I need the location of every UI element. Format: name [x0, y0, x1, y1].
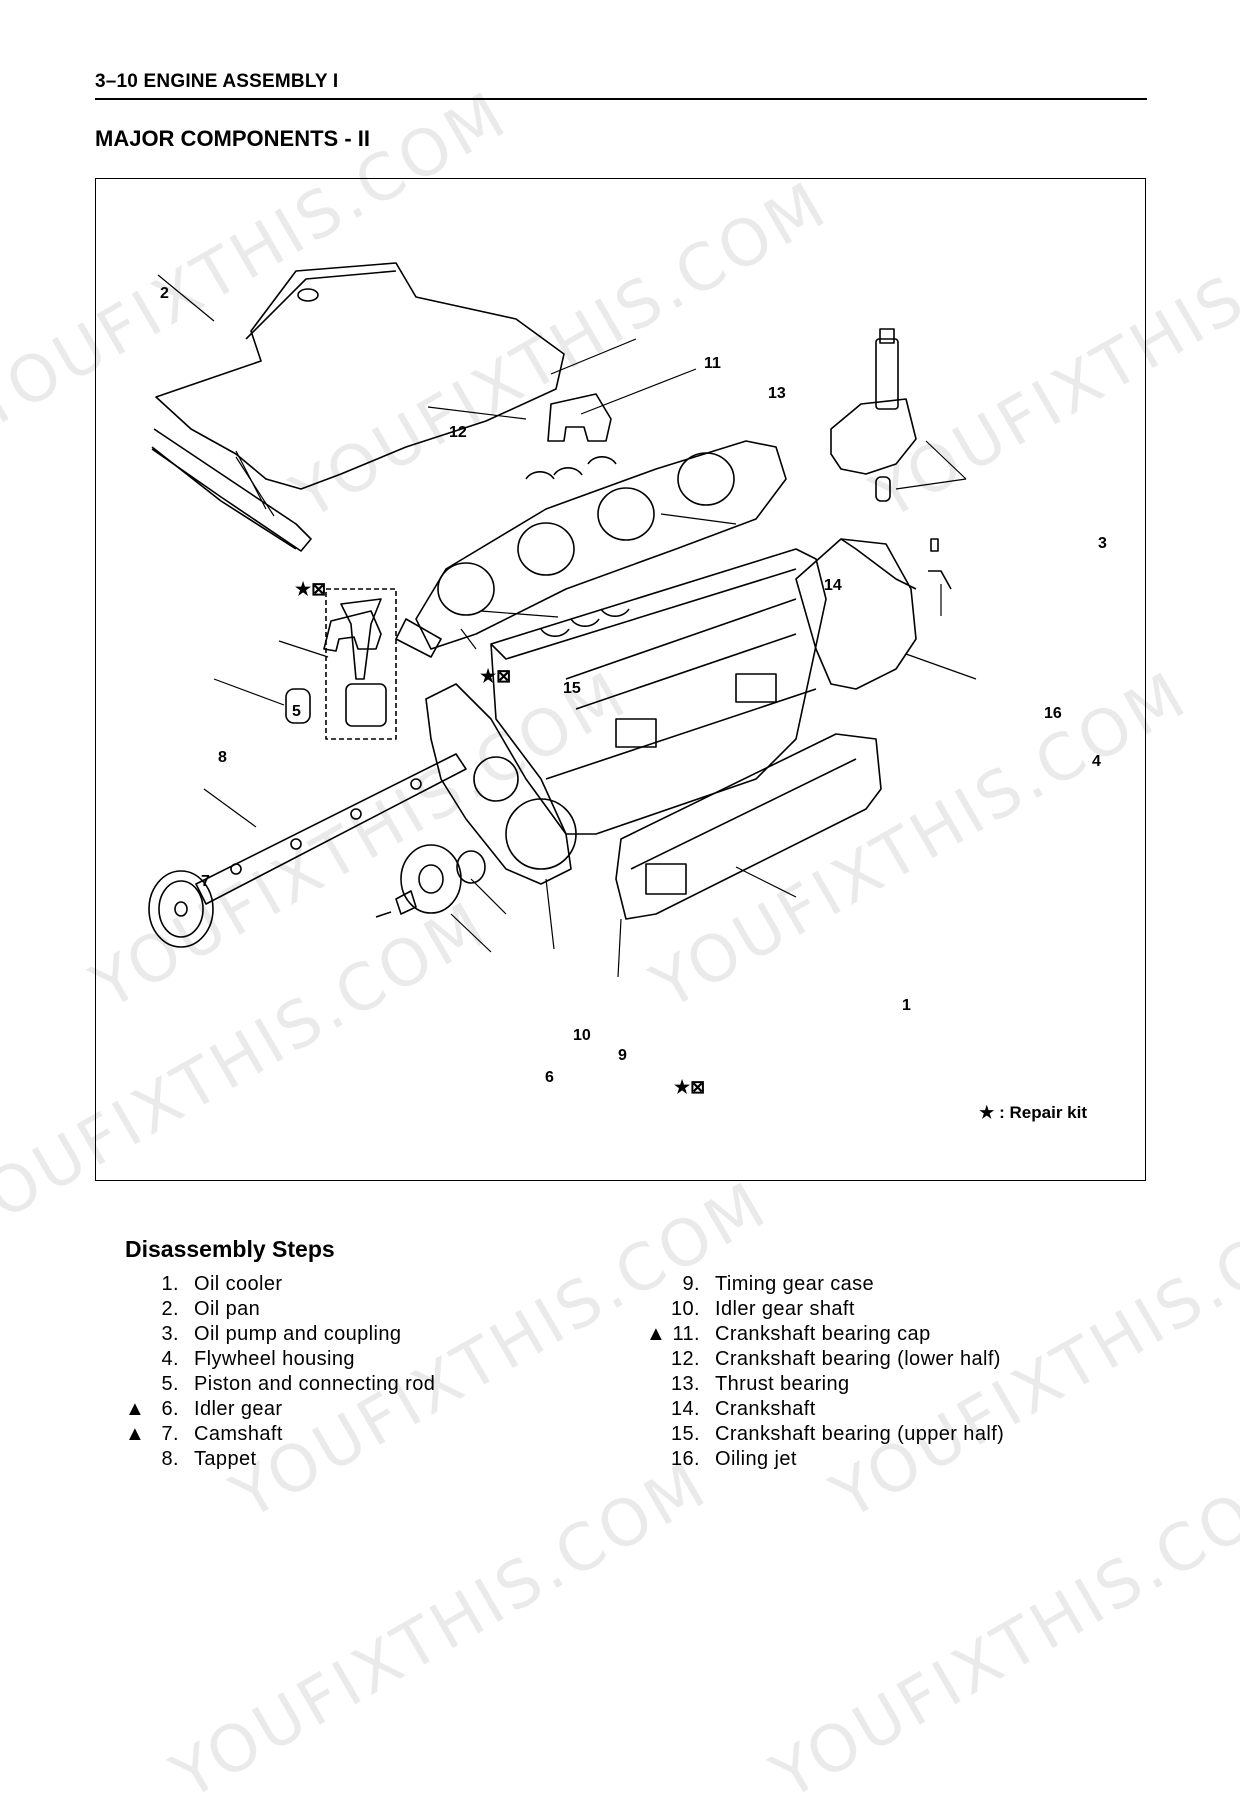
- step-row: 15. Crankshaft bearing (upper half): [646, 1422, 1004, 1447]
- step-row: 16. Oiling jet: [646, 1447, 1004, 1472]
- step-number: 6.: [161, 1398, 179, 1420]
- step-row: 9. Timing gear case: [646, 1272, 1004, 1297]
- step-label: Crankshaft bearing cap: [715, 1323, 931, 1345]
- callout-16: 16: [1044, 705, 1062, 722]
- step-number: 4.: [161, 1348, 179, 1370]
- steps-right-column: 9. Timing gear case 10. Idler gear shaft ▲…: [646, 1272, 1004, 1472]
- step-row: 3. Oil pump and coupling: [125, 1322, 435, 1347]
- step-row: 4. Flywheel housing: [125, 1347, 435, 1372]
- step-number: 11.: [672, 1323, 700, 1345]
- step-label: Crankshaft: [715, 1398, 816, 1420]
- step-mark: ▲: [125, 1423, 146, 1445]
- callout-10: 10: [573, 1027, 591, 1044]
- step-mark: ▲: [125, 1398, 146, 1420]
- callout-13: 13: [768, 385, 786, 402]
- step-label: Idler gear: [194, 1398, 283, 1420]
- step-number: 1.: [161, 1273, 179, 1295]
- step-number: 12.: [670, 1348, 700, 1370]
- engine-exploded-view: [148, 262, 977, 978]
- step-row: 5. Piston and connecting rod: [125, 1372, 435, 1397]
- step-number: 9.: [682, 1273, 700, 1295]
- section-title: MAJOR COMPONENTS - II: [95, 126, 371, 151]
- step-number: 2.: [161, 1298, 179, 1320]
- step-number: 14.: [670, 1398, 700, 1420]
- step-number: 15.: [670, 1423, 700, 1445]
- step-row: 2. Oil pan: [125, 1297, 435, 1322]
- header-rule: [95, 98, 1147, 100]
- step-mark: ▲: [646, 1323, 667, 1345]
- step-number: 16.: [670, 1448, 700, 1470]
- step-label: Crankshaft bearing (lower half): [715, 1348, 1001, 1370]
- repair-kit-mark: ★⊠: [674, 1077, 706, 1097]
- page-header: 3–10 ENGINE ASSEMBLY I: [95, 71, 339, 92]
- step-number: 7.: [161, 1423, 179, 1445]
- step-label: Crankshaft bearing (upper half): [715, 1423, 1005, 1445]
- callout-6: 6: [545, 1069, 554, 1086]
- step-row: 14. Crankshaft: [646, 1397, 1004, 1422]
- step-row: ▲ 6. Idler gear: [125, 1397, 435, 1422]
- step-number: 3.: [161, 1323, 179, 1345]
- callout-5: 5: [292, 703, 301, 720]
- step-number: 13.: [670, 1373, 700, 1395]
- step-label: Oil pan: [194, 1298, 261, 1320]
- steps-left-column: 1. Oil cooler 2. Oil pan 3. Oil pump and co…: [125, 1272, 435, 1472]
- callout-7: 7: [201, 873, 210, 890]
- step-row: ▲11. Crankshaft bearing cap: [646, 1322, 1004, 1347]
- step-row: 8. Tappet: [125, 1447, 435, 1472]
- step-label: Tappet: [194, 1448, 257, 1470]
- step-label: Camshaft: [194, 1423, 283, 1445]
- callout-9: 9: [618, 1047, 627, 1064]
- callout-14: 14: [824, 577, 842, 594]
- step-row: 12. Crankshaft bearing (lower half): [646, 1347, 1004, 1372]
- step-label: Flywheel housing: [194, 1348, 355, 1370]
- step-number: 10.: [670, 1298, 700, 1320]
- watermark: YOUFIXTHIS.COM: [760, 1447, 1240, 1814]
- watermark: YOUFIXTHIS.COM: [160, 1447, 721, 1814]
- callout-4: 4: [1092, 753, 1101, 770]
- callout-8: 8: [218, 749, 227, 766]
- callout-1: 1: [902, 997, 911, 1014]
- step-label: Oiling jet: [715, 1448, 797, 1470]
- step-number: 5.: [161, 1373, 179, 1395]
- step-row: 13. Thrust bearing: [646, 1372, 1004, 1397]
- exploded-diagram: 2 11 13 12 3 14 15 16 5 8 4 7 1 10 9 6 ★…: [95, 178, 1146, 1181]
- callout-15: 15: [563, 680, 581, 697]
- step-label: Idler gear shaft: [715, 1298, 855, 1320]
- step-label: Oil cooler: [194, 1273, 283, 1295]
- step-label: Timing gear case: [715, 1273, 875, 1295]
- callout-3: 3: [1098, 535, 1107, 552]
- repair-kit-legend: ★ : Repair kit: [979, 1103, 1087, 1122]
- step-label: Piston and connecting rod: [194, 1373, 436, 1395]
- step-row: ▲ 7. Camshaft: [125, 1422, 435, 1447]
- step-label: Oil pump and coupling: [194, 1323, 402, 1345]
- step-row: 1. Oil cooler: [125, 1272, 435, 1297]
- disassembly-steps-title: Disassembly Steps: [125, 1236, 335, 1262]
- repair-kit-mark: ★⊠: [480, 666, 512, 686]
- callout-11: 11: [704, 355, 721, 372]
- step-label: Thrust bearing: [715, 1373, 850, 1395]
- callout-2: 2: [160, 285, 169, 302]
- step-number: 8.: [161, 1448, 179, 1470]
- callout-12: 12: [449, 424, 467, 441]
- repair-kit-mark: ★⊠: [295, 579, 327, 599]
- step-row: 10. Idler gear shaft: [646, 1297, 1004, 1322]
